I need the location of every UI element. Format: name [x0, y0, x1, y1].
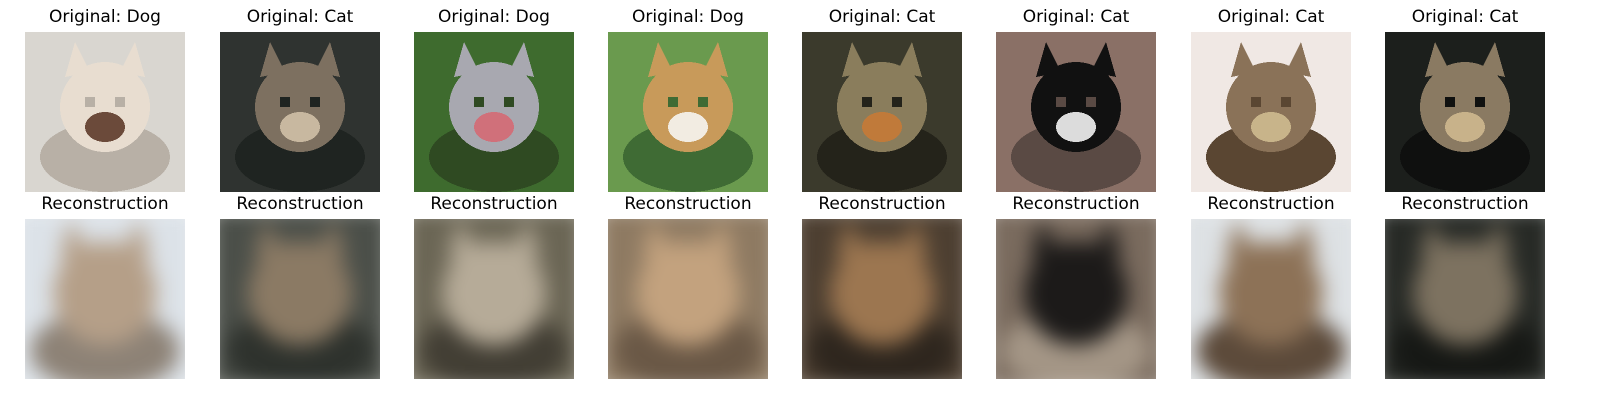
original-image — [1191, 32, 1351, 192]
original-title: Original: Cat — [246, 7, 354, 27]
original-image — [25, 32, 185, 192]
reconstruction-image — [996, 219, 1156, 379]
reconstruction-title: Reconstruction — [430, 194, 558, 214]
reconstruction-image — [25, 219, 185, 379]
original-title: Original: Cat — [1217, 7, 1325, 27]
original-image — [608, 32, 768, 192]
reconstruction-title: Reconstruction — [1401, 194, 1529, 214]
original-image — [996, 32, 1156, 192]
reconstruction-image — [414, 219, 574, 379]
original-image — [802, 32, 962, 192]
reconstruction-title: Reconstruction — [624, 194, 752, 214]
reconstruction-image — [608, 219, 768, 379]
original-title: Original: Dog — [49, 7, 161, 27]
original-image — [1385, 32, 1545, 192]
original-title: Original: Cat — [1411, 7, 1519, 27]
reconstruction-image — [220, 219, 380, 379]
original-title: Original: Dog — [632, 7, 744, 27]
original-title: Original: Dog — [438, 7, 550, 27]
reconstruction-title: Reconstruction — [1207, 194, 1335, 214]
reconstruction-title: Reconstruction — [1012, 194, 1140, 214]
reconstruction-title: Reconstruction — [818, 194, 946, 214]
reconstruction-image — [1191, 219, 1351, 379]
original-image — [414, 32, 574, 192]
original-image — [220, 32, 380, 192]
original-title: Original: Cat — [828, 7, 936, 27]
original-title: Original: Cat — [1022, 7, 1130, 27]
reconstruction-title: Reconstruction — [236, 194, 364, 214]
reconstruction-image — [1385, 219, 1545, 379]
reconstruction-image — [802, 219, 962, 379]
reconstruction-title: Reconstruction — [41, 194, 169, 214]
